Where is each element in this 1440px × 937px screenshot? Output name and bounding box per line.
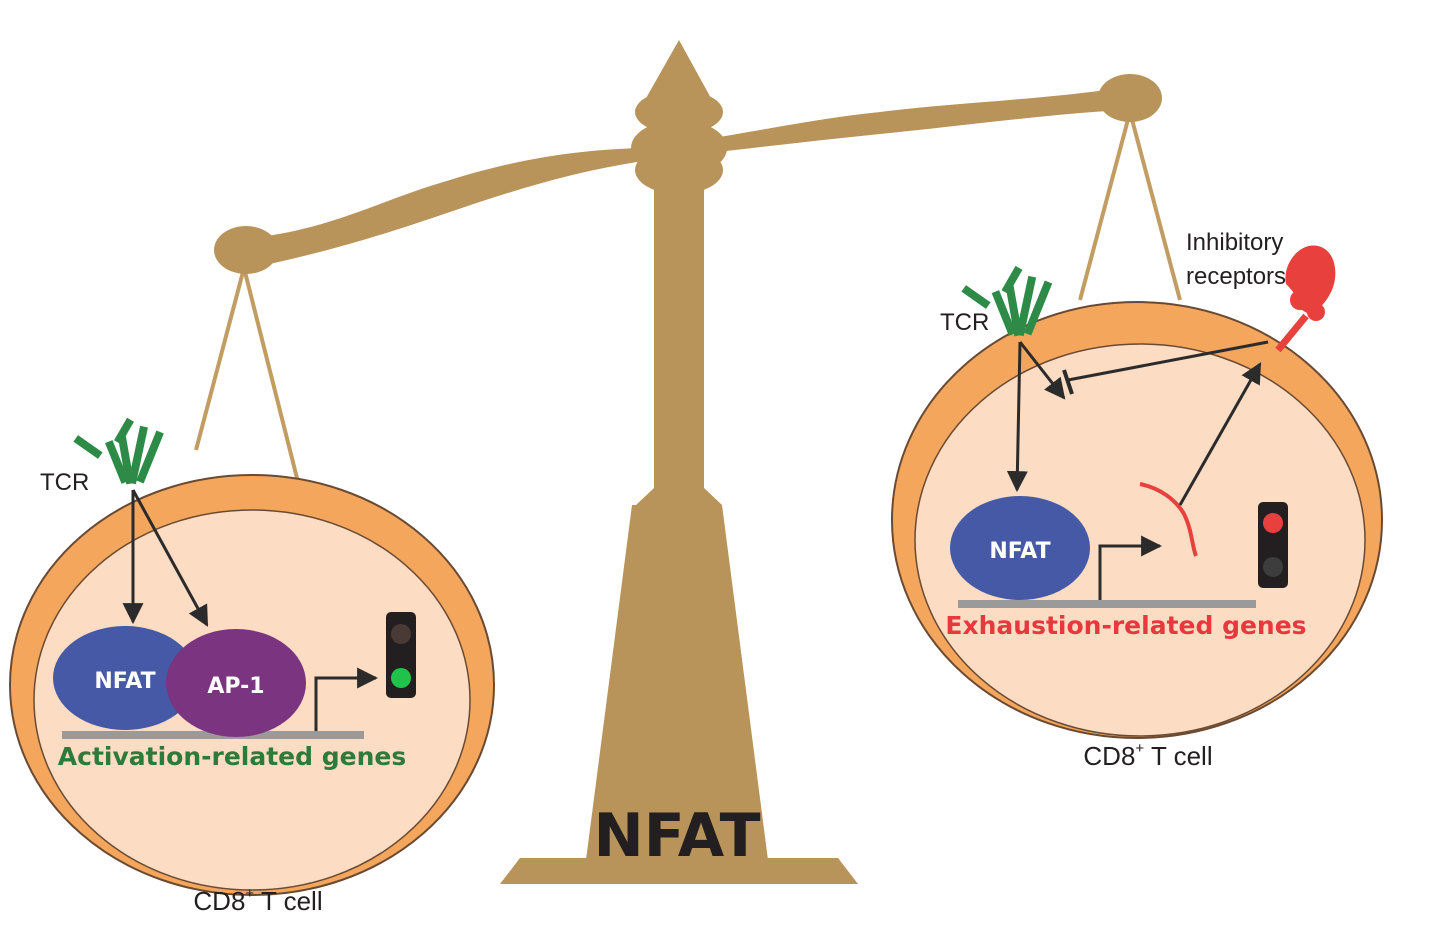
right-traffic-light <box>1258 502 1288 588</box>
scale-base-label: NFAT <box>593 801 760 871</box>
right-tcr-to-nfat-arrow <box>1006 341 1028 493</box>
right-transcription-arrow <box>1098 535 1163 600</box>
right-dna-strand <box>958 600 1256 608</box>
left-tcr-receptor <box>73 417 164 485</box>
right-inhibition-bar <box>1062 369 1074 395</box>
left-ap1-label: AP-1 <box>207 674 264 699</box>
right-pan-string <box>1078 111 1132 301</box>
scale-base <box>586 505 768 860</box>
left-pan-string <box>194 267 246 451</box>
right-tcr-label: TCR <box>940 309 989 336</box>
right-mrna-transcript <box>1139 482 1198 557</box>
left-tcr-label: TCR <box>40 469 89 496</box>
right-inhibition-line <box>1067 340 1269 382</box>
right-nfat-protein <box>950 496 1090 600</box>
left-transcription-arrow <box>314 667 379 731</box>
right-light-green-off <box>1263 557 1283 577</box>
right-tcr-signal-arrow <box>1018 341 1066 400</box>
left-pan-knob <box>214 226 278 274</box>
inhibitory-receptors-label-line2: receptors <box>1186 263 1286 290</box>
right-pan-string <box>1128 111 1182 301</box>
inhibitory-receptor <box>1275 245 1336 353</box>
left-nfat-protein <box>53 626 197 730</box>
scale-finial-ball <box>635 90 723 134</box>
right-nfat-label: NFAT <box>989 539 1050 564</box>
balance-scale: NFAT <box>194 40 1182 884</box>
left-light-green-on <box>391 668 411 688</box>
right-pan-knob <box>1098 74 1162 122</box>
left-traffic-light <box>386 612 416 698</box>
left-light-red-off <box>391 624 411 644</box>
right-cell-label: CD8+ T cell <box>1083 740 1212 771</box>
left-ap1-protein <box>166 629 306 737</box>
right-transcript-to-receptor-arrow <box>1178 362 1262 506</box>
left-cd8-t-cell: TCR NFAT AP-1 Activation-related genes C… <box>9 417 495 916</box>
right-cell-interior <box>914 343 1366 737</box>
inhibitory-receptors-label-line1: Inhibitory <box>1186 229 1283 256</box>
right-light-red-on <box>1263 513 1283 533</box>
scale-beam <box>250 88 1124 268</box>
right-tcr-receptor <box>961 265 1053 337</box>
right-exhaustion-genes-label: Exhaustion-related genes <box>945 611 1306 640</box>
left-tcr-to-ap1-arrow <box>131 489 209 627</box>
scale-finial <box>645 40 712 100</box>
scale-base-plate <box>500 858 858 884</box>
left-activation-genes-label: Activation-related genes <box>58 742 406 771</box>
scale-column-flare <box>636 488 722 505</box>
right-cd8-t-cell: TCR Inhibitory receptors NFAT <box>891 229 1383 771</box>
left-dna-strand <box>62 731 364 739</box>
left-nfat-label: NFAT <box>94 669 155 694</box>
scale-column <box>654 180 704 490</box>
left-pan-string <box>242 267 302 491</box>
left-cell-label: CD8+ T cell <box>193 885 322 916</box>
